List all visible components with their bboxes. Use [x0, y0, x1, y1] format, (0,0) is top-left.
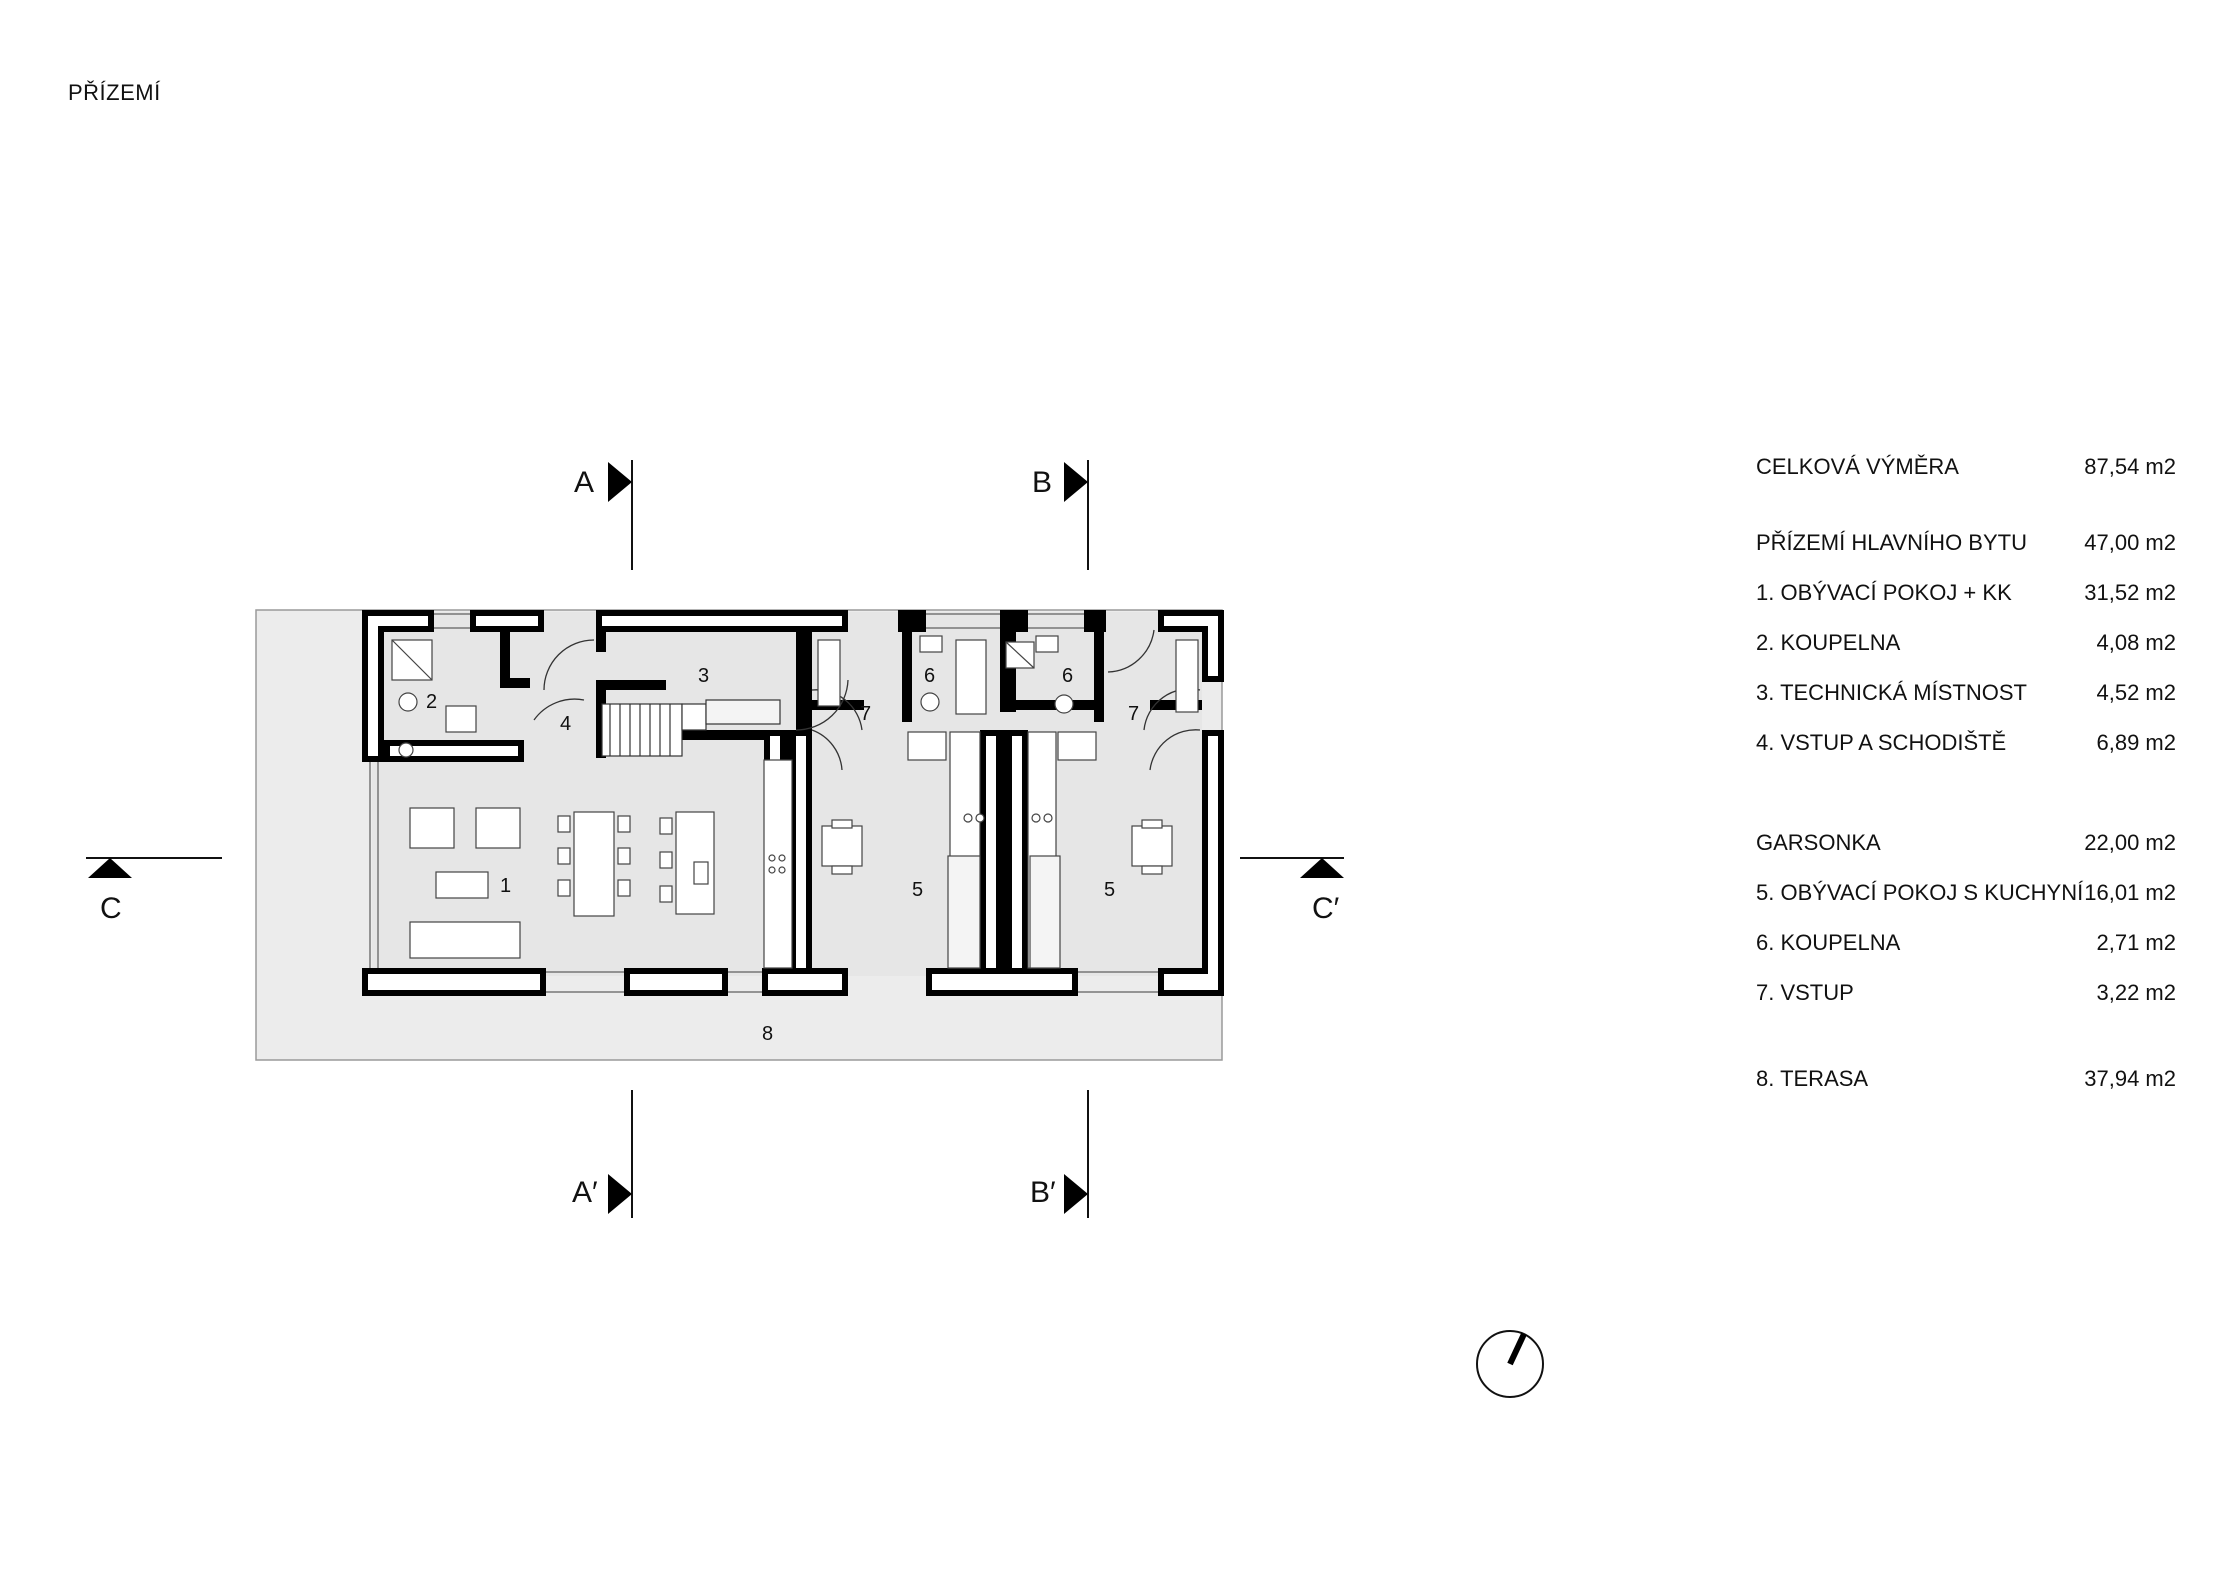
area-label: 8. TERASA — [1756, 1066, 1869, 1091]
area-value: 2,71 m2 — [2096, 930, 2177, 955]
wall-inner — [368, 616, 1218, 990]
section-label-a-bottom: A′ — [572, 1176, 598, 1209]
room-number-1: 1 — [500, 875, 511, 897]
page-title: PŘÍZEMÍ — [68, 80, 161, 105]
section-c-right-marker — [1300, 858, 1344, 878]
area-label: 4. VSTUP A SCHODIŠTĚ — [1756, 730, 2007, 755]
staircase — [601, 699, 781, 757]
room-numbers: 1 2 3 4 5 5 6 6 7 7 8 — [426, 665, 1139, 1045]
section-markers — [88, 462, 1344, 1214]
area-row-terrace: 8. TERASA 37,94 m2 — [1756, 1066, 2176, 1096]
section-c-left-marker — [88, 858, 132, 878]
area-row-studio: GARSONKA 22,00 m2 — [1756, 830, 2176, 860]
area-value: 22,00 m2 — [2084, 830, 2176, 855]
area-value: 6,89 m2 — [2096, 730, 2177, 755]
section-a-top-marker — [608, 462, 632, 502]
area-row: 1. OBÝVACÍ POKOJ + KK 31,52 m2 — [1756, 580, 2176, 610]
area-value: 4,52 m2 — [2096, 680, 2177, 705]
studio-1-fixtures — [821, 635, 987, 969]
area-row: 4. VSTUP A SCHODIŠTĚ 6,89 m2 — [1756, 730, 2176, 760]
room-number-4: 4 — [560, 713, 571, 735]
area-label: 7. VSTUP — [1756, 980, 1854, 1005]
area-row-main-flat: PŘÍZEMÍ HLAVNÍHO BYTU 47,00 m2 — [1756, 530, 2176, 560]
area-row: 6. KOUPELNA 2,71 m2 — [1756, 930, 2176, 960]
room-number-2: 2 — [426, 691, 437, 713]
north-arrow-icon — [1476, 1330, 1544, 1398]
area-row: 2. KOUPELNA 4,08 m2 — [1756, 630, 2176, 660]
area-value: 3,22 m2 — [2096, 980, 2177, 1005]
area-label: PŘÍZEMÍ HLAVNÍHO BYTU — [1756, 530, 2027, 555]
section-label-a-top: A — [574, 466, 595, 499]
windows — [369, 613, 1158, 993]
area-value: 31,52 m2 — [2084, 580, 2176, 605]
section-label-b-top: B — [1032, 466, 1053, 499]
area-label: GARSONKA — [1756, 830, 1881, 855]
area-label: 3. TECHNICKÁ MÍSTNOST — [1756, 680, 2027, 705]
living-furniture — [409, 807, 715, 959]
area-label: 2. KOUPELNA — [1756, 630, 1901, 655]
section-b-bottom-marker — [1064, 1174, 1088, 1214]
room-number-7-left: 7 — [860, 703, 871, 725]
area-label: 1. OBÝVACÍ POKOJ + KK — [1756, 580, 2012, 605]
room-number-7-right: 7 — [1128, 703, 1139, 725]
area-value: 37,94 m2 — [2084, 1066, 2176, 1091]
area-row: 3. TECHNICKÁ MÍSTNOST 4,52 m2 — [1756, 680, 2176, 710]
kitchen-counter-main — [763, 759, 793, 969]
area-row: 7. VSTUP 3,22 m2 — [1756, 980, 2176, 1010]
section-lines — [86, 460, 1344, 1218]
room-number-5-right: 5 — [1104, 879, 1115, 901]
area-value: 47,00 m2 — [2084, 530, 2176, 555]
area-value: 4,08 m2 — [2096, 630, 2177, 655]
area-value: 87,54 m2 — [2084, 454, 2176, 479]
section-a-bottom-marker — [608, 1174, 632, 1214]
area-row: 5. OBÝVACÍ POKOJ S KUCHYNÍ 16,01 m2 — [1756, 880, 2176, 910]
section-label-c-right: C′ — [1312, 892, 1340, 925]
area-label: 6. KOUPELNA — [1756, 930, 1901, 955]
area-label: CELKOVÁ VÝMĚRA — [1756, 454, 1959, 479]
section-b-top-marker — [1064, 462, 1088, 502]
area-label: 5. OBÝVACÍ POKOJ S KUCHYNÍ — [1756, 880, 2084, 905]
area-row-total: CELKOVÁ VÝMĚRA 87,54 m2 — [1756, 454, 2176, 484]
room-number-5-left: 5 — [912, 879, 923, 901]
studio-2-fixtures — [817, 635, 1199, 969]
room-number-6-right: 6 — [1062, 665, 1073, 687]
room-number-3: 3 — [698, 665, 709, 687]
section-label-c-left: C — [100, 892, 122, 925]
bathroom-2-fixtures — [391, 639, 477, 758]
section-label-b-bottom: B′ — [1030, 1176, 1056, 1209]
room-number-6-left: 6 — [924, 665, 935, 687]
room-number-8: 8 — [762, 1023, 773, 1045]
area-value: 16,01 m2 — [2084, 880, 2176, 905]
